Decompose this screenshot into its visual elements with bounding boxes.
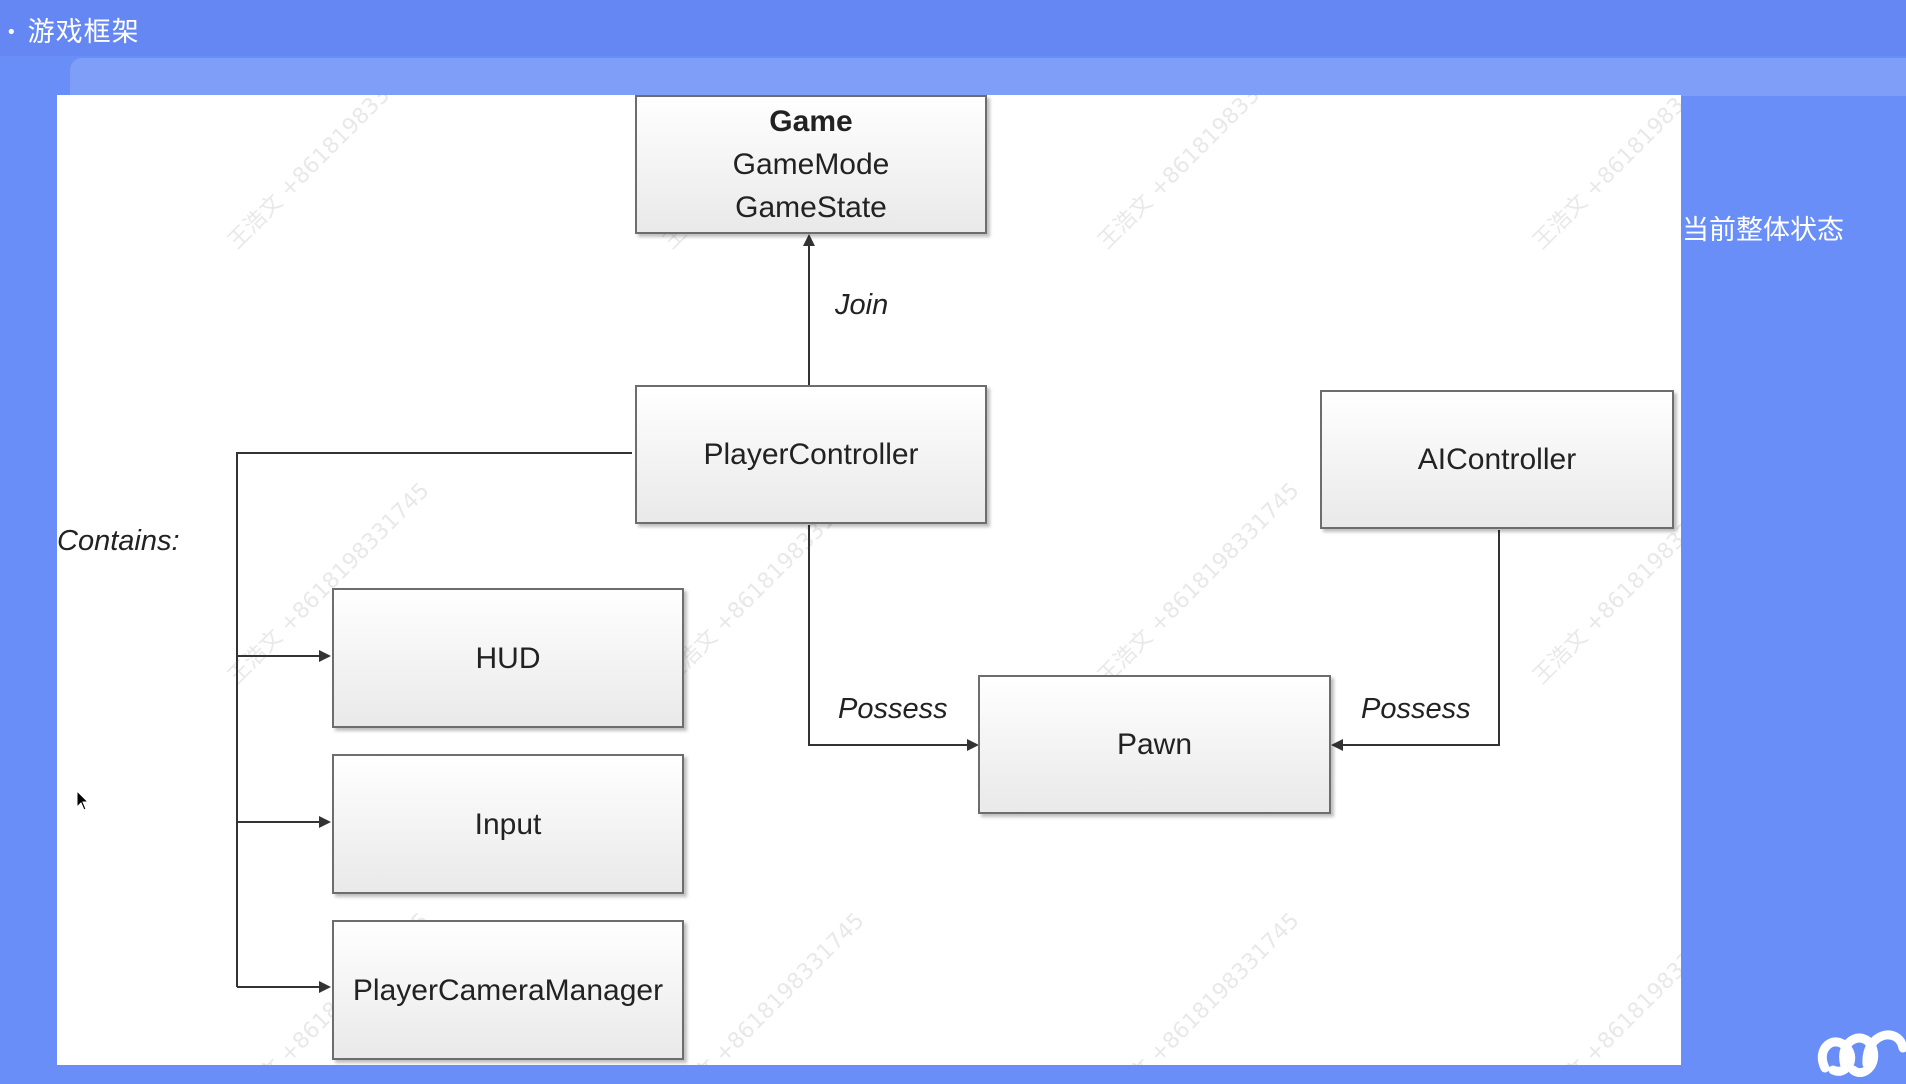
slide-subheader-bar (70, 58, 1906, 96)
mouse-cursor-icon (76, 790, 90, 811)
game-box-line: GameMode (732, 148, 890, 181)
contains-label: Contains: (57, 525, 180, 557)
game-box-line: GameState (735, 191, 887, 224)
slide-header: • 游戏框架 (0, 0, 1906, 56)
slide-title-text: 游戏框架 (27, 17, 140, 48)
ai-controller-box: AIController (1320, 390, 1674, 529)
ai-controller-label: AIController (1417, 443, 1577, 476)
input-label: Input (474, 807, 542, 841)
player-controller-label: PlayerController (703, 438, 919, 471)
join-label: Join (835, 289, 889, 321)
player-camera-manager-box: PlayerCameraManager (332, 920, 684, 1060)
player-controller-box: PlayerController (635, 385, 987, 524)
possess-ai-label: Possess (1361, 693, 1471, 725)
contains-bracket (236, 452, 632, 987)
watermark: 王浩文 +8618198331745 (1094, 95, 1305, 254)
pawn-label: Pawn (1116, 728, 1193, 761)
pawn-box: Pawn (978, 675, 1331, 814)
watermark: 王浩文 +8618198331745 (224, 95, 435, 254)
side-note: 当前整体状态 (1682, 215, 1844, 246)
game-box: Game GameMode GameState (635, 95, 987, 234)
watermark: 王浩文 +8618198331745 (1094, 908, 1305, 1065)
hud-box: HUD (332, 588, 684, 728)
possess-player-label: Possess (838, 693, 948, 725)
bullet-icon: • (6, 22, 18, 43)
player-camera-manager-label: PlayerCameraManager (352, 973, 664, 1007)
watermark: 王浩文 +8618198331745 (1529, 95, 1681, 254)
game-box-title: Game (769, 105, 853, 138)
input-box: Input (332, 754, 684, 894)
possess-player-arrow (808, 525, 979, 751)
logo-icon (1817, 1030, 1906, 1077)
watermark: 王浩文 +8618198331745 (1529, 908, 1681, 1065)
hud-label: HUD (475, 641, 541, 675)
diagram-canvas: 王浩文 +8618198331745 王浩文 +8618198331745 王浩… (57, 95, 1681, 1065)
diagram-connectors (236, 234, 1500, 993)
watermark: 王浩文 +8618198331745 (659, 908, 870, 1065)
possess-ai-arrow (1331, 530, 1500, 751)
slide-title: • 游戏框架 (6, 10, 140, 49)
watermark-layer: 王浩文 +8618198331745 王浩文 +8618198331745 王浩… (224, 95, 1681, 1065)
watermark: 王浩文 +8618198331745 (1094, 478, 1305, 689)
